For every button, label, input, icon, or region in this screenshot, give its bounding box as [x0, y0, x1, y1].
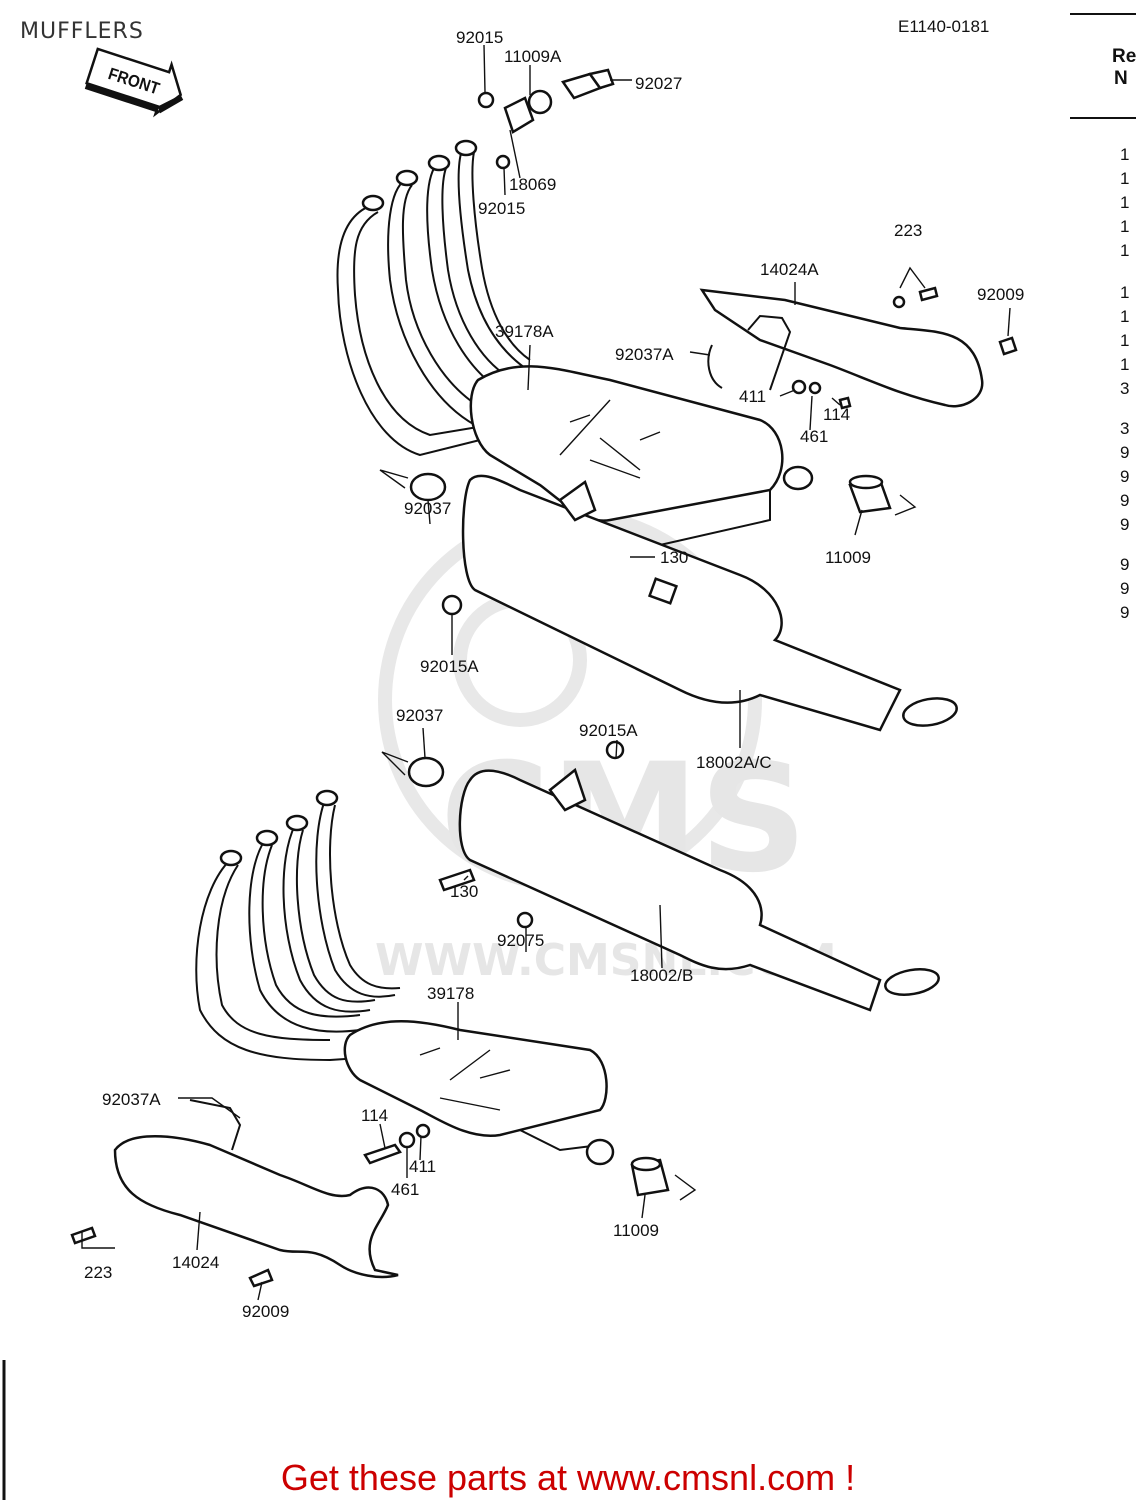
side-column-digit: 1: [1120, 193, 1129, 212]
callout-11009-bottom: 11009: [613, 1221, 659, 1240]
ref-heading-line1: Re: [1112, 46, 1136, 67]
side-column-digit: 9: [1120, 555, 1129, 574]
callout-labels: 92015 11009A 92027 18069 92015 223 14024…: [84, 28, 1024, 1321]
callout-92027: 92027: [635, 74, 682, 93]
callout-92037-a: 92037: [404, 499, 451, 518]
callout-92015A-right: 92015A: [579, 721, 638, 740]
callout-92015-top: 92015: [456, 28, 503, 47]
footer-link[interactable]: Get these parts at www.cmsnl.com !: [281, 1457, 855, 1498]
page-title: MUFFLERS: [20, 19, 144, 44]
side-column-digit: 9: [1120, 579, 1129, 598]
callout-18069: 18069: [509, 175, 556, 194]
callout-223-top: 223: [894, 221, 922, 240]
callout-92037-b: 92037: [396, 706, 443, 725]
callout-411-top: 411: [739, 387, 766, 406]
side-column-digit: 9: [1120, 443, 1129, 462]
side-column-digit: 9: [1120, 467, 1129, 486]
side-column-digit: 1: [1120, 169, 1129, 188]
side-column-digit: 3: [1120, 379, 1129, 398]
lower-assembly: [70, 740, 940, 1288]
callout-92009-top: 92009: [977, 285, 1024, 304]
callout-18002AC: 18002A/C: [696, 753, 772, 772]
side-column-digit: 1: [1120, 355, 1129, 374]
side-column-digit: 1: [1120, 331, 1129, 350]
front-arrow: FRONT: [84, 47, 184, 118]
side-column-digit: 1: [1120, 283, 1129, 302]
callout-92015-mid: 92015: [478, 199, 525, 218]
callout-92037A-top: 92037A: [615, 345, 674, 364]
callout-11009-top: 11009: [825, 548, 871, 567]
side-column-digit: 9: [1120, 515, 1129, 534]
side-column-digit: 3: [1120, 419, 1129, 438]
callout-130-bottom: 130: [450, 882, 478, 901]
callout-130-top: 130: [660, 548, 688, 567]
ref-heading-line2: N: [1114, 68, 1128, 89]
callout-14024: 14024: [172, 1253, 219, 1272]
drawing-code: E1140-0181: [898, 17, 989, 36]
callout-114-bottom: 114: [361, 1106, 388, 1125]
side-column-digits: 1 1 1 1 1 1 1 1 1 3 3 9 9 9 9 9 9 9: [1120, 145, 1129, 622]
side-column-digit: 9: [1120, 491, 1129, 510]
callout-11009A: 11009A: [504, 47, 562, 66]
callout-92037A-bottom: 92037A: [102, 1090, 161, 1109]
callout-461-bottom: 461: [391, 1180, 419, 1199]
callout-14024A: 14024A: [760, 260, 819, 279]
side-column-digit: 1: [1120, 217, 1129, 236]
callout-39178: 39178: [427, 984, 474, 1003]
callout-114-top: 114: [823, 405, 850, 424]
side-column-digit: 1: [1120, 307, 1129, 326]
callout-92075: 92075: [497, 931, 544, 950]
callout-18002B: 18002/B: [630, 966, 693, 985]
callout-461-top: 461: [800, 427, 828, 446]
leader-lines: [81, 44, 1011, 1301]
side-column-digit: 1: [1120, 241, 1129, 260]
side-column-digit: 1: [1120, 145, 1129, 164]
callout-92015A-left: 92015A: [420, 657, 479, 676]
callout-223-bottom: 223: [84, 1263, 112, 1282]
upper-assembly: [336, 68, 1018, 732]
callout-39178A: 39178A: [495, 322, 554, 341]
side-column-digit: 9: [1120, 603, 1129, 622]
callout-92009-bottom: 92009: [242, 1302, 289, 1321]
callout-411-bottom: 411: [409, 1157, 436, 1176]
ref-column: Re N 1 1 1 1 1 1 1 1 1 3 3 9 9 9 9 9 9 9: [1070, 13, 1136, 622]
